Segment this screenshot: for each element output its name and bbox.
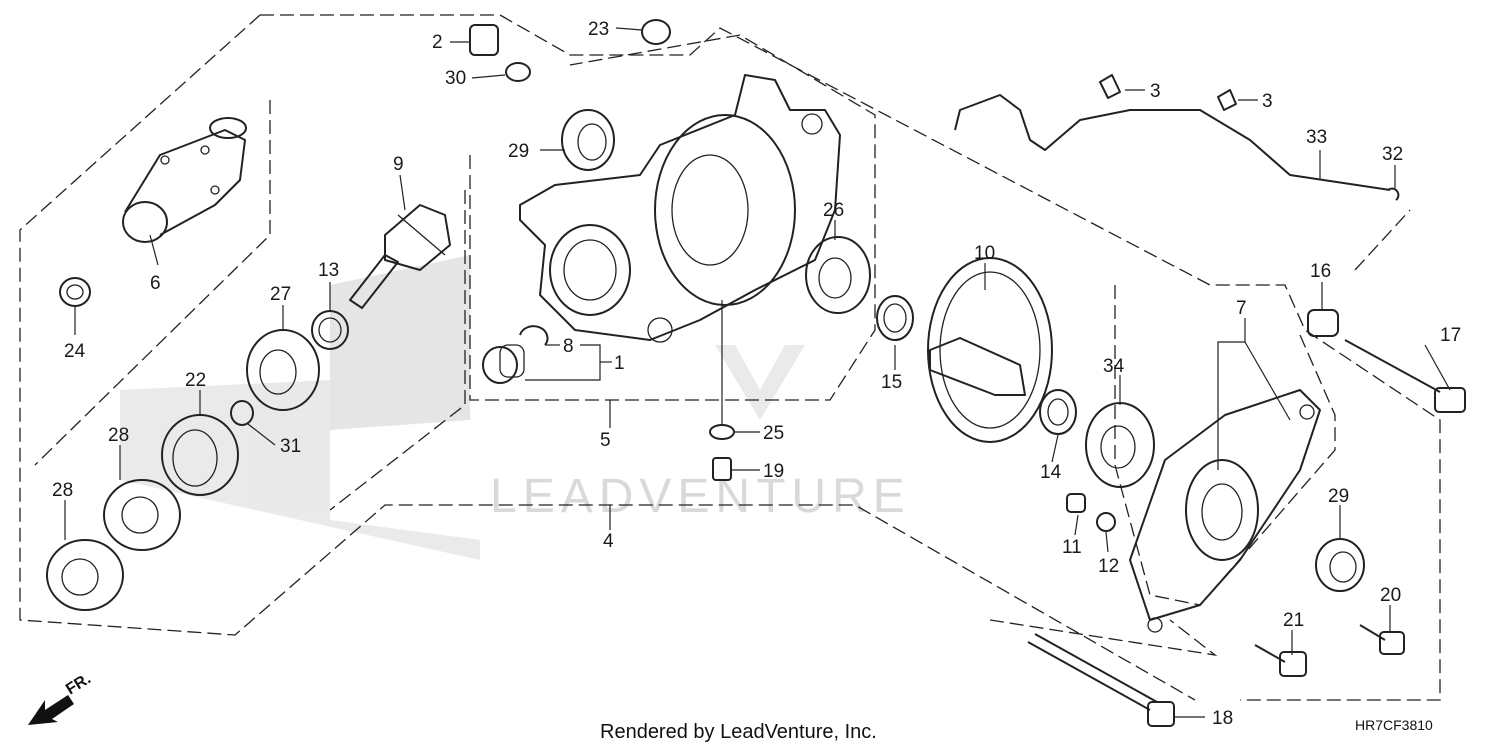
part-28-seal-lower[interactable]	[46, 539, 124, 611]
part-23-cap[interactable]	[641, 19, 671, 45]
label-21: 21	[1283, 610, 1304, 631]
label-26: 26	[823, 200, 844, 221]
part-7-case-cover[interactable]	[1129, 389, 1321, 633]
label-13: 13	[318, 260, 339, 281]
label-24: 24	[64, 341, 86, 362]
part-6-hub[interactable]	[122, 117, 247, 243]
label-2: 2	[432, 32, 443, 53]
part-30-o-ring[interactable]	[505, 62, 531, 82]
front-direction-arrow: FR.	[28, 670, 94, 725]
label-18: 18	[1212, 708, 1233, 729]
leader-lines	[64, 27, 1451, 718]
part-16-collar[interactable]	[1307, 309, 1339, 337]
part-24-nut[interactable]	[59, 277, 91, 307]
label-8: 8	[563, 336, 574, 357]
part-29-seal-right[interactable]	[1315, 538, 1365, 592]
part-14-shim[interactable]	[1039, 389, 1077, 435]
part-18-long-bolt[interactable]	[1027, 633, 1175, 727]
part-32-clamp[interactable]	[1387, 187, 1400, 201]
label-3b: 3	[1262, 91, 1273, 112]
part-5-final-gear-case[interactable]	[519, 74, 841, 343]
group-outlines	[19, 14, 1441, 701]
label-27: 27	[270, 284, 291, 305]
label-19: 19	[763, 461, 784, 482]
label-5: 5	[600, 430, 611, 451]
rendered-by-text: Rendered by LeadVenture, Inc.	[600, 721, 877, 743]
label-17: 17	[1440, 325, 1461, 346]
label-20: 20	[1380, 585, 1401, 606]
label-16: 16	[1310, 261, 1331, 282]
label-7: 7	[1236, 298, 1247, 319]
part-17-bolt[interactable]	[1344, 339, 1466, 413]
diagram-code: HR7CF3810	[1355, 717, 1433, 733]
part-26-bearing[interactable]	[805, 236, 871, 314]
label-31: 31	[280, 436, 301, 457]
label-14: 14	[1040, 462, 1062, 483]
part-21-bolt[interactable]	[1254, 644, 1307, 677]
label-23: 23	[588, 19, 609, 40]
label-29b: 29	[1328, 486, 1349, 507]
part-2-breather[interactable]	[469, 24, 499, 56]
part-28-seal-upper[interactable]	[103, 479, 181, 551]
part-3-clip-right[interactable]	[1217, 89, 1237, 111]
part-9-pinion-gear[interactable]	[349, 204, 451, 309]
part-1-bushing[interactable]	[482, 344, 525, 384]
label-4: 4	[603, 531, 614, 552]
label-30: 30	[445, 68, 466, 89]
label-6: 6	[150, 273, 161, 294]
label-15: 15	[881, 372, 902, 393]
label-10: 10	[974, 243, 995, 264]
part-19-bolt[interactable]	[712, 457, 732, 481]
part-20-bolt[interactable]	[1359, 624, 1405, 655]
label-22: 22	[185, 370, 206, 391]
label-1: 1	[614, 353, 625, 374]
part-8-clip[interactable]	[519, 325, 549, 346]
watermark-logo	[715, 345, 805, 420]
label-32: 32	[1382, 144, 1403, 165]
part-3-clip-left[interactable]	[1099, 74, 1121, 99]
watermark-text: LEADVENTURE	[490, 470, 911, 523]
part-10-ring-gear[interactable]	[927, 257, 1053, 443]
shading	[120, 255, 480, 560]
label-12: 12	[1098, 556, 1119, 577]
part-12-washer[interactable]	[1096, 512, 1116, 532]
part-33-breather-tube[interactable]	[954, 94, 1391, 191]
label-29a: 29	[508, 141, 529, 162]
label-3a: 3	[1150, 81, 1161, 102]
part-34-bearing[interactable]	[1085, 402, 1155, 488]
fr-label: FR.	[63, 670, 94, 698]
label-25: 25	[763, 423, 784, 444]
part-labels: 2 30 23 3 3 33 32 9 29 26 13 27 10 16 7 …	[52, 19, 1461, 729]
label-11: 11	[1062, 537, 1082, 558]
part-15-shim[interactable]	[876, 295, 914, 341]
label-28a: 28	[108, 425, 129, 446]
label-28b: 28	[52, 480, 73, 501]
label-33: 33	[1306, 127, 1327, 148]
label-34: 34	[1103, 356, 1125, 377]
part-11-bolt[interactable]	[1066, 493, 1086, 513]
part-29-seal-upper[interactable]	[561, 109, 615, 171]
part-31-o-ring[interactable]	[230, 400, 254, 426]
label-9: 9	[393, 154, 404, 175]
part-25-washer[interactable]	[709, 424, 735, 440]
